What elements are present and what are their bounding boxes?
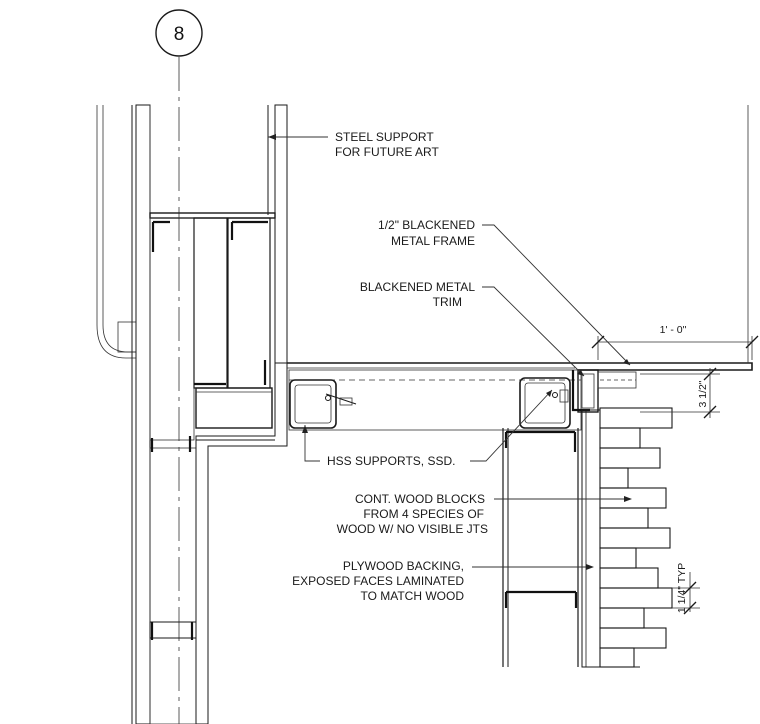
- note-metal-frame: 1/2" BLACKENED METAL FRAME: [378, 218, 631, 366]
- hss-right: [519, 377, 571, 429]
- note-metal-frame-line2: METAL FRAME: [391, 234, 475, 248]
- dimension-overhang: 1' - 0": [591, 324, 759, 360]
- dimension-overhang-text: 1' - 0": [660, 324, 687, 336]
- note-steel-support-line1: STEEL SUPPORT: [335, 130, 434, 144]
- note-wood-blocks-line1: CONT. WOOD BLOCKS: [355, 492, 485, 506]
- dimension-block-spacing: 1 1/4" TYP: [672, 563, 700, 615]
- wood-blocks: [599, 407, 673, 668]
- hss-left: [289, 379, 337, 429]
- note-hss-supports-text: HSS SUPPORTS, SSD.: [327, 454, 455, 468]
- note-plywood-line3: TO MATCH WOOD: [360, 589, 464, 603]
- note-wood-blocks-line3: WOOD W/ NO VISIBLE JTS: [337, 522, 488, 536]
- note-wood-blocks-line2: FROM 4 SPECIES OF: [363, 507, 484, 521]
- note-metal-trim-line1: BLACKENED METAL: [360, 280, 475, 294]
- dimension-frame-depth-text: 3 1/2": [697, 380, 709, 407]
- note-metal-trim-line2: TRIM: [433, 295, 462, 309]
- note-metal-trim: BLACKENED METAL TRIM: [360, 280, 585, 377]
- note-wood-blocks: CONT. WOOD BLOCKS FROM 4 SPECIES OF WOOD…: [337, 492, 632, 536]
- note-plywood-backing: PLYWOOD BACKING, EXPOSED FACES LAMINATED…: [292, 559, 594, 603]
- grid-bubble-label: 8: [174, 24, 185, 45]
- soffit-assembly: [287, 105, 753, 431]
- dimension-frame-depth: 3 1/2": [640, 367, 720, 419]
- right-wall-assembly: [502, 407, 673, 668]
- note-plywood-line2: EXPOSED FACES LAMINATED: [292, 574, 464, 588]
- grid-line-8: 8: [155, 9, 203, 724]
- note-steel-support-line2: FOR FUTURE ART: [335, 145, 439, 159]
- left-wall-assembly: [96, 104, 288, 724]
- grid-bubble: [155, 9, 203, 57]
- note-steel-support: STEEL SUPPORT FOR FUTURE ART: [268, 130, 439, 159]
- note-metal-frame-line1: 1/2" BLACKENED: [378, 218, 475, 232]
- note-plywood-line1: PLYWOOD BACKING,: [343, 559, 464, 573]
- note-hss-supports: HSS SUPPORTS, SSD.: [302, 389, 553, 468]
- plywood-backing: [581, 409, 601, 668]
- dimension-block-spacing-text: 1 1/4" TYP: [676, 563, 688, 613]
